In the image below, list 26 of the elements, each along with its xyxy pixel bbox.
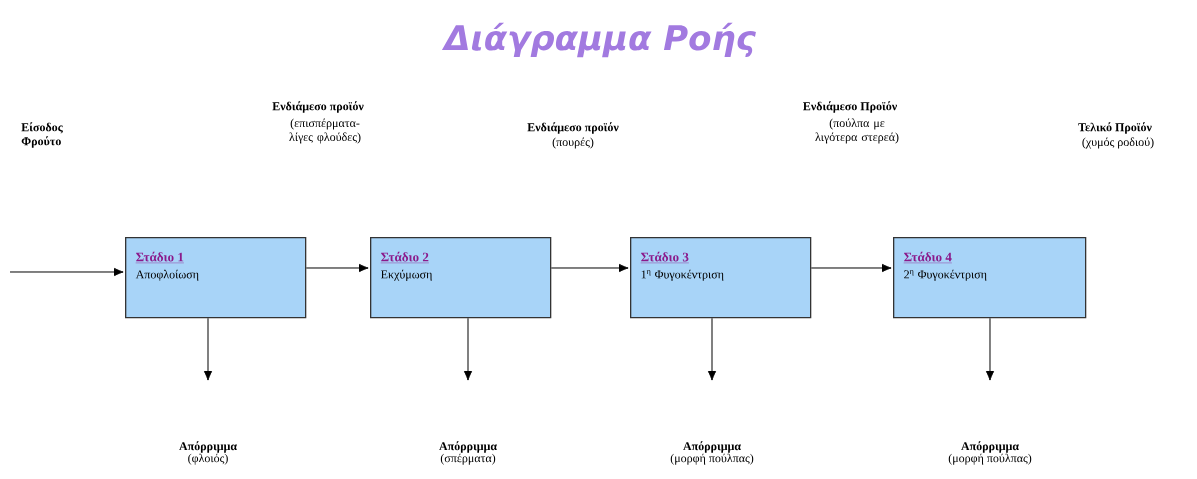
- waste-label: Απόρριμμα (μορφή πούλπας): [948, 441, 1032, 465]
- product-description: (πουρές): [552, 137, 594, 149]
- waste-label: Απόρριμμα (μορφή πούλπας): [670, 441, 754, 465]
- arrow: [985, 317, 995, 381]
- arrow: [305, 263, 369, 273]
- product-label: Ενδιάμεσο προϊόν: [527, 122, 619, 134]
- product-description: (χυμός ροδιού): [1082, 137, 1154, 149]
- product-label: Τελικό Προϊόν: [1078, 122, 1152, 134]
- input-label: Είσοδος Φρούτο: [21, 122, 63, 148]
- arrow: [810, 263, 892, 273]
- product-label: Ενδιάμεσο προϊόν: [272, 101, 364, 113]
- product-description: (πούλπα με λιγότερα στερεά): [815, 118, 899, 144]
- process-box: Στάδιο 2 Εκχύμωση: [370, 237, 552, 319]
- process-box: Στάδιο 4 2$^{η}$ Φυγοκέντριση: [893, 237, 1087, 319]
- title: Διάγραμμα Ροής: [441, 22, 756, 58]
- product-label: Ενδιάμεσο Προϊόν: [803, 101, 897, 113]
- arrow: [463, 317, 473, 381]
- process-box: Στάδιο 3 1$^{η}$ Φυγοκέντριση: [630, 237, 812, 319]
- arrow: [707, 317, 717, 381]
- product-description: (επισπέρματα- λίγες φλούδες): [289, 118, 361, 144]
- arrow: [550, 263, 629, 273]
- waste-label: Απόρριμμα (φλοιός): [179, 441, 237, 465]
- waste-label: Απόρριμμα (σπέρματα): [439, 441, 497, 465]
- process-box: Στάδιο 1 Αποφλοίωση: [125, 237, 307, 319]
- arrow: [203, 317, 213, 381]
- arrow: [9, 267, 124, 277]
